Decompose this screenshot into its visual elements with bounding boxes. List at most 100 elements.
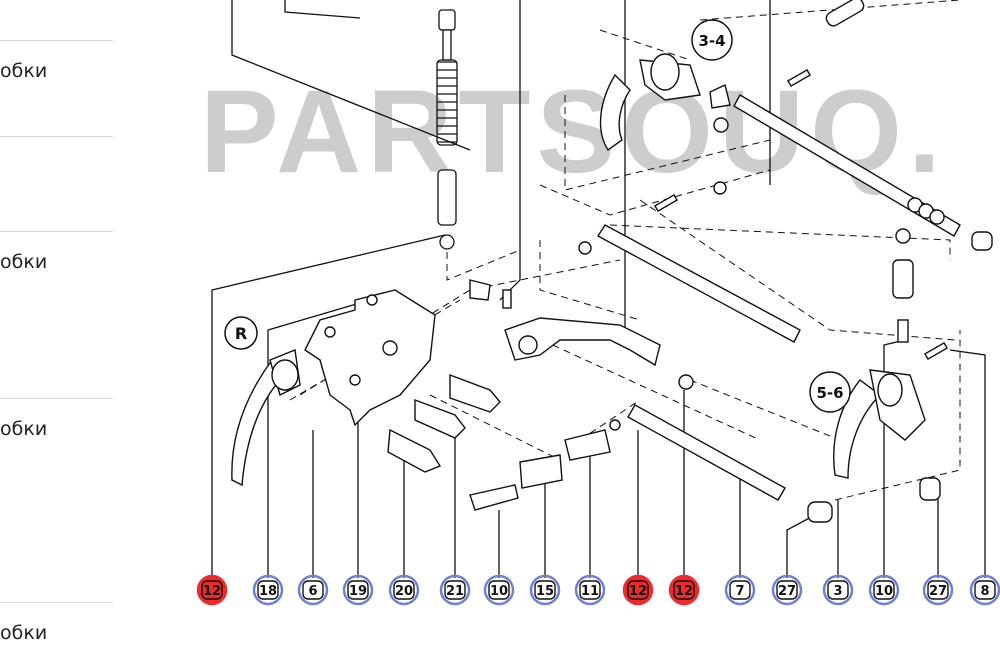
sidebar-divider <box>0 40 113 41</box>
callout-ring <box>529 574 561 606</box>
shift-shaft-middle <box>578 224 801 343</box>
bolts-and-pins <box>387 373 694 511</box>
callout-highlighted[interactable]: 12 <box>668 574 700 606</box>
assembly-dash <box>689 379 841 441</box>
svg-text:R: R <box>235 324 247 343</box>
sidebar-divider <box>0 231 113 232</box>
callout-label: 11 <box>581 584 599 599</box>
callout-label: 15 <box>536 584 554 599</box>
callout-box <box>729 580 751 600</box>
callout-box <box>257 580 279 600</box>
callout-ring <box>668 574 700 606</box>
callout-box <box>627 580 649 600</box>
callout-ring <box>868 574 900 606</box>
callout-label: 6 <box>308 584 317 599</box>
bolt-spring-assembly <box>436 9 458 250</box>
leader-line <box>786 514 816 578</box>
callout-ring <box>822 574 854 606</box>
callout-label: 27 <box>929 584 947 599</box>
callout-label: 12 <box>675 584 693 599</box>
callout-label: 3 <box>833 584 842 599</box>
callout[interactable]: 18 <box>252 574 284 606</box>
leader-line <box>284 0 361 19</box>
sidebar-item-label[interactable]: обки <box>0 60 48 82</box>
sidebar-divider <box>0 136 113 137</box>
callout[interactable]: 10 <box>868 574 900 606</box>
sidebar-divider <box>0 602 113 603</box>
leader-line <box>949 349 986 578</box>
svg-text:5-6: 5-6 <box>816 384 843 402</box>
assembly-dash <box>446 240 521 281</box>
callout-ring <box>622 574 654 606</box>
callout-box <box>488 580 510 600</box>
callout[interactable]: 27 <box>922 574 954 606</box>
callout-highlighted[interactable]: 12 <box>196 574 228 606</box>
callout-ring <box>297 574 329 606</box>
shift-shaft-upper <box>654 0 993 251</box>
callout[interactable]: 3 <box>822 574 854 606</box>
callout-box <box>302 580 324 600</box>
callout-box <box>347 580 369 600</box>
interlock-bracket <box>304 279 491 427</box>
callout[interactable]: 15 <box>529 574 561 606</box>
assembly-dash <box>834 330 961 501</box>
callout-box <box>393 580 415 600</box>
callout[interactable]: 20 <box>388 574 420 606</box>
sidebar-item-label[interactable]: обки <box>0 622 48 644</box>
callout-box <box>827 580 849 600</box>
callout-label: 19 <box>349 584 367 599</box>
callout-ring <box>483 574 515 606</box>
callout-box <box>201 580 223 600</box>
leader-line <box>231 0 471 151</box>
shift-lever-arm <box>502 289 661 367</box>
shift-fork-r <box>231 349 301 487</box>
callout-highlighted[interactable]: 12 <box>622 574 654 606</box>
callout[interactable]: 19 <box>342 574 374 606</box>
sidebar-item-label[interactable]: обки <box>0 418 48 440</box>
callout[interactable]: 7 <box>724 574 756 606</box>
callout[interactable]: 11 <box>574 574 606 606</box>
callout-label: 12 <box>629 584 647 599</box>
group-label-5-6: 5-6 <box>809 371 851 413</box>
callout-ring <box>969 574 1000 606</box>
callout-label: 21 <box>446 584 464 599</box>
assembly-dash <box>539 240 641 321</box>
callout-box <box>579 580 601 600</box>
callout-box <box>444 580 466 600</box>
callout[interactable]: 6 <box>297 574 329 606</box>
svg-text:3-4: 3-4 <box>698 32 725 50</box>
callout-box <box>776 580 798 600</box>
callout-label: 10 <box>490 584 508 599</box>
group-label-3-4: 3-4 <box>691 19 733 61</box>
shift-fork-3-4 <box>599 53 731 195</box>
callout-label: 12 <box>203 584 221 599</box>
leader-line <box>211 234 446 578</box>
callout[interactable]: 21 <box>439 574 471 606</box>
callout-ring <box>771 574 803 606</box>
assembly-dash <box>429 394 561 461</box>
callout-ring <box>342 574 374 606</box>
assembly-dash <box>609 224 951 260</box>
callout[interactable]: 10 <box>483 574 515 606</box>
assembly-dash <box>519 329 761 441</box>
group-label-r: R <box>224 316 258 350</box>
sidebar-divider <box>0 398 113 399</box>
callout-label: 20 <box>395 584 413 599</box>
callout-box <box>873 580 895 600</box>
assembly-dash <box>599 29 691 61</box>
callout-ring <box>724 574 756 606</box>
callout-ring <box>439 574 471 606</box>
callout-ring <box>252 574 284 606</box>
callout[interactable]: 8 <box>969 574 1000 606</box>
callout-box <box>673 580 695 600</box>
sidebar-item-label[interactable]: обки <box>0 251 48 273</box>
assembly-dash <box>699 0 961 21</box>
shift-shaft-lower <box>627 404 833 523</box>
callout-label: 10 <box>875 584 893 599</box>
watermark: PARTSOUQ. <box>200 66 947 198</box>
callout-label: 27 <box>778 584 796 599</box>
callout[interactable]: 27 <box>771 574 803 606</box>
callout-label: 7 <box>735 584 744 599</box>
callout-box <box>534 580 556 600</box>
callout-label: 8 <box>980 584 989 599</box>
